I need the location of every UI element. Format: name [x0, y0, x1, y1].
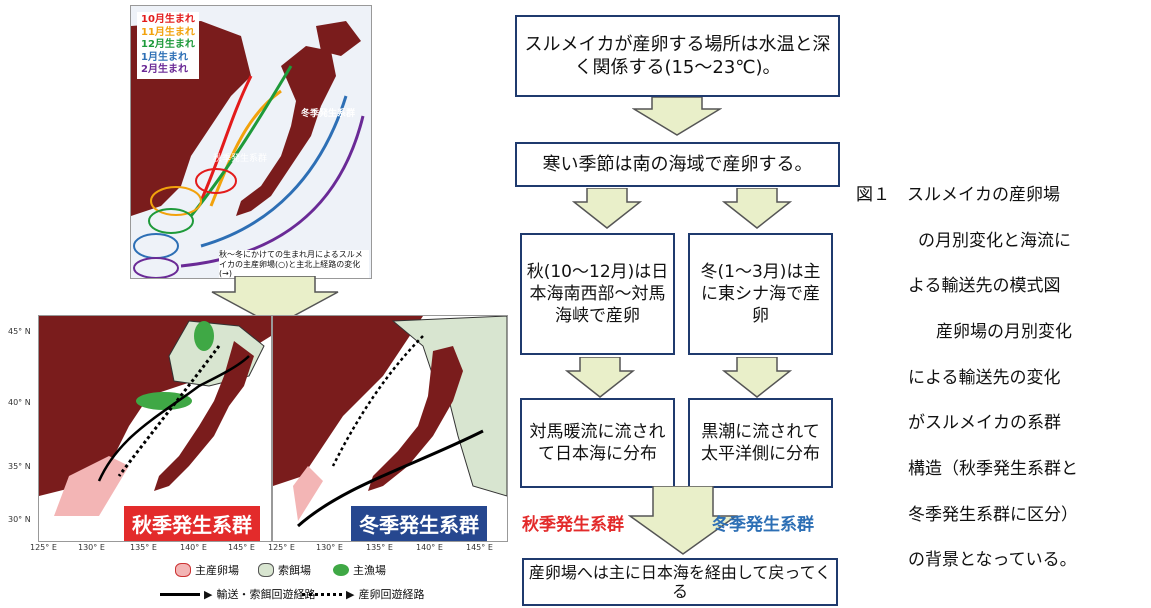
caption-line-1: 図１ スルメイカの産卵場	[856, 185, 1060, 205]
lat-tick-35: 35° N	[8, 462, 31, 471]
flow-box-3: 秋(10～12月)は日本海南西部～対馬海峡で産卵	[520, 233, 675, 355]
autumn-japan	[154, 341, 254, 491]
flow-arrow-4	[628, 486, 738, 555]
spawning-swatch-icon	[175, 563, 191, 577]
legend-fishing: 主漁場	[333, 562, 386, 578]
legend-spawning-label: 主産卵場	[195, 564, 239, 577]
top-autumn-label: 秋季発生系群	[213, 154, 268, 164]
caption-line-4: 産卵場の月別変化	[936, 322, 1072, 342]
top-map: 10月生まれ 11月生まれ 12月生まれ 1月生まれ 2月生まれ 冬季発生系群 …	[130, 5, 372, 279]
hokkaido-shape	[316, 21, 361, 56]
flow-arrow-3b	[722, 357, 792, 398]
top-map-note: 秋～冬にかけての生まれ月によるスルメイカの主産卵場(○)と主北上経路の変化(→)	[219, 250, 369, 278]
legend-feeding: 索餌場	[258, 562, 311, 578]
solid-arrow-icon	[160, 592, 200, 596]
legend-oct: 10月生まれ	[141, 14, 195, 25]
legend-nov: 11月生まれ	[141, 26, 195, 38]
arrowhead-icon-2: ▶	[346, 587, 355, 601]
top-map-legend: 10月生まれ 11月生まれ 12月生まれ 1月生まれ 2月生まれ	[137, 12, 199, 79]
winter-tag: 冬季発生系群	[351, 506, 487, 541]
figure-caption: 図１ スルメイカの産卵場 の月別変化と海流に よる輸送先の模式図 産卵場の月別変…	[856, 180, 1146, 600]
feeding-swatch-icon	[258, 563, 274, 577]
legend-spawn-route: ▶ 産卵回遊経路	[302, 586, 424, 602]
flow-box-2: 寒い季節は南の海域で産卵する。	[515, 142, 840, 187]
flow-arrow-1	[632, 97, 722, 136]
winter-map-svg	[273, 316, 507, 541]
lon-tick-145: 145° E	[228, 543, 255, 552]
caption-line-7: 構造（秋季発生系群と	[908, 459, 1078, 479]
legend-fishing-label: 主漁場	[353, 564, 386, 577]
legend-spawning: 主産卵場	[175, 562, 239, 578]
flow-label-winter: 冬季発生系群	[712, 515, 814, 535]
flow-arrow-2b	[722, 188, 792, 229]
lat-tick-30: 30° N	[8, 515, 31, 524]
lon-tick-130: 130° E	[78, 543, 105, 552]
lon-tick-140: 140° E	[180, 543, 207, 552]
winter-map: 冬季発生系群	[272, 315, 508, 542]
lat-tick-40: 40° N	[8, 398, 31, 407]
flow-label-autumn: 秋季発生系群	[522, 515, 624, 535]
top-map-svg	[131, 6, 371, 278]
flow-arrow-2a	[572, 188, 642, 229]
flow-box-1: スルメイカが産卵する場所は水温と深く関係する(15～23℃)。	[515, 15, 840, 97]
legend-dec: 12月生まれ	[141, 39, 195, 50]
caption-line-3: よる輸送先の模式図	[908, 276, 1061, 296]
caption-line-8: 冬季発生系群に区分）	[908, 505, 1078, 525]
caption-line-5: による輸送先の変化	[908, 368, 1061, 388]
lon-tick-130b: 130° E	[316, 543, 343, 552]
flow-arrow-3a	[565, 357, 635, 398]
caption-line-6: がスルメイカの系群	[908, 413, 1061, 433]
flow-box-7: 産卵場へは主に日本海を経由して戻ってくる	[522, 558, 838, 606]
winter-japan	[368, 346, 463, 491]
flow-box-6: 黒潮に流されて太平洋側に分布	[688, 398, 833, 488]
legend-jan: 1月生まれ	[141, 51, 188, 63]
lon-tick-135b: 135° E	[366, 543, 393, 552]
legend-feeding-label: 索餌場	[278, 564, 311, 577]
fishing-swatch-icon	[333, 564, 349, 576]
legend-transport-label: 輸送・索餌回遊経路	[216, 588, 316, 601]
top-winter-label: 冬季発生系群	[301, 109, 356, 119]
arrowhead-icon: ▶	[204, 587, 213, 601]
autumn-tag: 秋季発生系群	[124, 506, 260, 541]
autumn-map-svg	[39, 316, 271, 541]
japan-shape	[236, 46, 336, 216]
legend-transport: ▶ 輸送・索餌回遊経路	[160, 586, 315, 602]
lon-tick-145b: 145° E	[466, 543, 493, 552]
lon-tick-125: 125° E	[30, 543, 57, 552]
legend-spawn-route-label: 産卵回遊経路	[358, 588, 425, 601]
caption-line-2: の月別変化と海流に	[918, 231, 1071, 251]
autumn-map: 秋季発生系群	[38, 315, 272, 542]
flow-box-4: 冬(1～3月)は主に東シナ海で産卵	[688, 233, 833, 355]
lon-tick-140b: 140° E	[416, 543, 443, 552]
caption-line-9: の背景となっている。	[908, 550, 1077, 570]
dotted-arrow-icon	[302, 592, 342, 596]
legend-feb: 2月生まれ	[141, 64, 188, 75]
flow-box-5: 対馬暖流に流されて日本海に分布	[520, 398, 675, 488]
big-down-arrow	[211, 276, 339, 327]
lon-tick-125b: 125° E	[268, 543, 295, 552]
lon-tick-135: 135° E	[130, 543, 157, 552]
lat-tick-45: 45° N	[8, 327, 31, 336]
